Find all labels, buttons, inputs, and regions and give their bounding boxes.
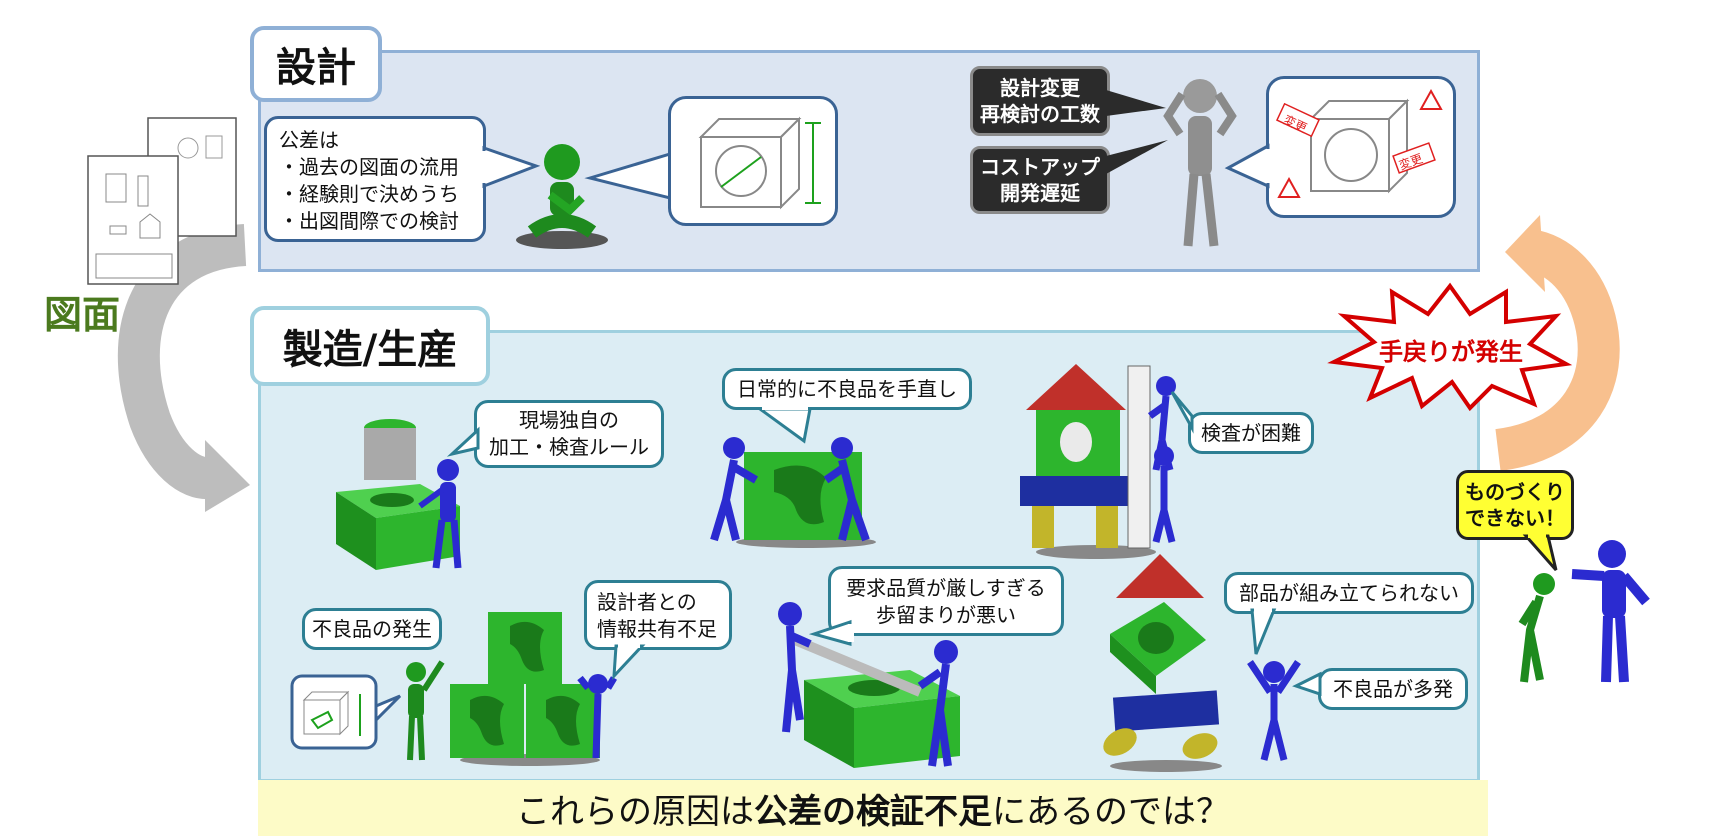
defective-blocks-stack [450, 612, 618, 766]
bubble-line: できない！ [1465, 506, 1565, 530]
bubble-line: 加工・検査ルール [489, 435, 649, 459]
burden-line: 設計変更 [1000, 76, 1080, 100]
conclusion-bar: これらの原因は公差の検証不足にあるのでは？ [258, 780, 1488, 836]
design-drawing-bubble [668, 96, 838, 226]
thought-tail [584, 151, 672, 200]
bubble-tail [1250, 606, 1277, 655]
frustrated-worker [1247, 660, 1301, 761]
bubble-tail [755, 405, 812, 444]
burden-tails [1106, 90, 1168, 174]
quality-strict-bubble: 要求品質が厳しすぎる 歩留まりが悪い [828, 566, 1064, 636]
worried-green-worker [406, 660, 445, 761]
bubble-line: 要求品質が厳しすぎる [846, 576, 1046, 600]
info-sharing-bubble: 設計者との 情報共有不足 [584, 580, 732, 650]
manufacturing-title: 製造/生産 [250, 306, 490, 386]
bubble-line: 設計者との [597, 590, 697, 614]
design-change-box: 設計変更 再検討の工数 [970, 66, 1110, 136]
bubble-tail [446, 426, 480, 457]
distressed-designer-figure [1163, 79, 1237, 247]
manager-scolding-worker [1518, 540, 1650, 683]
defect-occurrence-bubble: 不良品の発生 [302, 608, 442, 650]
frequent-defects-bubble: 不良品が多発 [1318, 668, 1468, 710]
design-title: 設計 [250, 26, 382, 102]
drawing-sheets-icon [87, 117, 237, 285]
inspection-difficult-bubble: 検査が困難 [1188, 412, 1314, 454]
changed-drawing-bubble: 変更 変更 [1266, 76, 1456, 218]
bubble-line: ものづくり [1465, 480, 1565, 504]
cannot-make-bubble: ものづくり できない！ [1456, 470, 1574, 540]
rework-burst-shape [1327, 282, 1573, 412]
local-rules-bubble: 現場独自の 加工・検査ルール [474, 400, 664, 468]
bubble-tail [1292, 671, 1322, 697]
two-workers-carrying-block [710, 437, 876, 548]
orange-arrow-head [1505, 215, 1545, 292]
conclusion-prefix: これらの原因は [516, 791, 754, 832]
gray-flow-arrow [117, 224, 247, 500]
orange-flow-arrow [1494, 229, 1620, 471]
cube-with-hole-icon [698, 116, 821, 210]
bubble-tail [1522, 532, 1558, 571]
bubble-line: 歩留まりが悪い [876, 603, 1016, 627]
bubble-tail [481, 145, 541, 189]
bubble-tail [1170, 391, 1194, 434]
bubble-tail [808, 619, 854, 646]
burden-line: コストアップ [980, 155, 1100, 179]
tolerance-item: ・出図間際での検討 [279, 209, 459, 233]
thinking-designer-figure [516, 144, 608, 249]
daily-rework-bubble: 日常的に不良品を手直し [722, 368, 972, 410]
burden-line: 再検討の工数 [980, 102, 1100, 126]
cost-up-box: コストアップ 開発遅延 [970, 146, 1110, 214]
tolerance-item: ・過去の図面の流用 [279, 155, 459, 179]
green-block-with-cylinder [336, 419, 462, 570]
conclusion-suffix: にあるのでは？ [992, 791, 1230, 832]
tolerance-heading: 公差は [279, 128, 339, 152]
bubble-line: 情報共有不足 [597, 617, 717, 641]
bubble-tail [612, 642, 646, 681]
cube-with-change-marks-icon [1275, 88, 1443, 198]
drawing-label: 図面 [44, 293, 121, 337]
collapsed-toy-blocks [1103, 554, 1222, 772]
conclusion-emphasis: 公差の検証不足 [754, 791, 992, 832]
measuring-block-workers [778, 602, 960, 768]
bubble-line: 現場独自の [519, 408, 619, 432]
tolerance-item: ・経験則で決めうち [279, 182, 459, 206]
burden-line: 開発遅延 [1000, 181, 1080, 205]
defect-drawing-bubble [290, 674, 402, 750]
bubble-tail [1224, 143, 1272, 189]
rework-burst-label: 手戻りが発生 [1379, 338, 1523, 366]
toy-house-with-ruler [1020, 364, 1176, 559]
tolerance-note-bubble: 公差は ・過去の図面の流用 ・経験則で決めうち ・出図間際での検討 [264, 116, 486, 242]
gray-arrow-head [205, 440, 250, 512]
